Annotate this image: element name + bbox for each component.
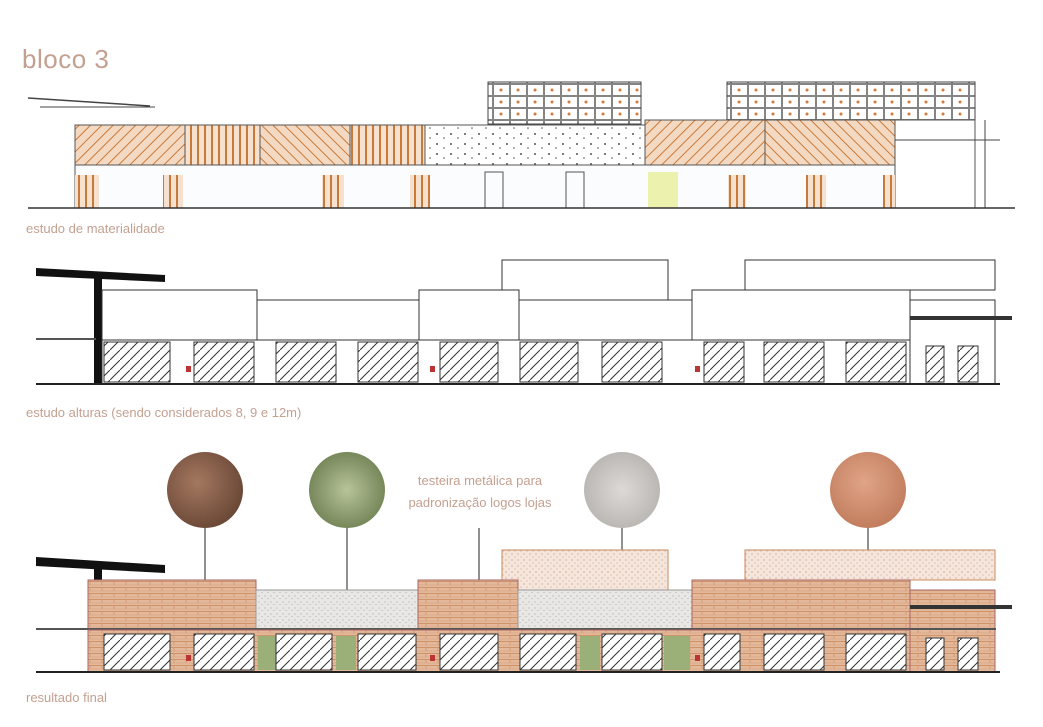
sketch-materialidade bbox=[27, 81, 1015, 209]
sketch-resultado-final bbox=[36, 452, 1012, 673]
caption-resultado-final: resultado final bbox=[26, 690, 107, 705]
material-swatch-copper bbox=[830, 452, 906, 528]
material-swatch-rust bbox=[167, 452, 243, 528]
material-swatch-green-wall bbox=[309, 452, 385, 528]
annotation-testeira: testeira metálica para padronização logo… bbox=[395, 470, 565, 514]
annotation-line-2: padronização logos lojas bbox=[408, 495, 552, 510]
caption-alturas: estudo alturas (sendo considerados 8, 9 … bbox=[26, 405, 302, 420]
page-title: bloco 3 bbox=[22, 44, 110, 74]
caption-materialidade: estudo de materialidade bbox=[26, 221, 165, 236]
annotation-line-1: testeira metálica para bbox=[417, 473, 543, 488]
material-swatch-concrete bbox=[584, 452, 660, 528]
sketch-alturas bbox=[36, 259, 1012, 385]
